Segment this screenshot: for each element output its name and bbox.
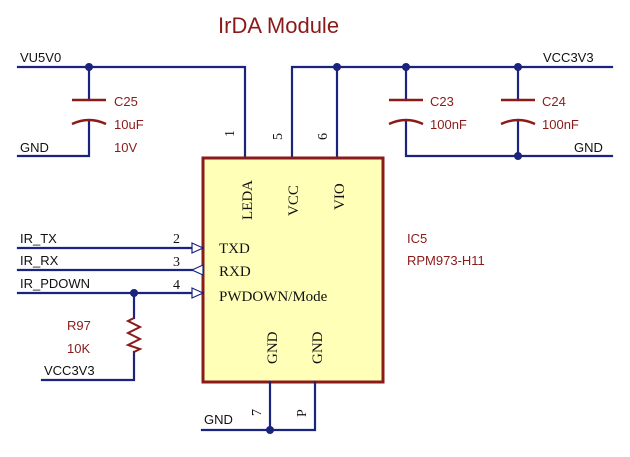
- output-arrow-icon: [190, 264, 204, 276]
- junction-dot: [514, 63, 522, 71]
- capacitor-c25-symbol: [71, 98, 107, 126]
- input-arrow-icon: [191, 242, 205, 254]
- r97-value: 10K: [67, 341, 90, 356]
- pin-name-rxd: RXD: [219, 264, 251, 280]
- pin-name-txd: TXD: [219, 241, 250, 257]
- vcc3v3-net-wires: [290, 65, 614, 160]
- c23-value: 100nF: [430, 117, 467, 132]
- net-label-ir-rx: IR_RX: [20, 253, 59, 268]
- pin-number-vio: 6: [316, 133, 331, 140]
- pin-number-rxd: 3: [173, 255, 180, 270]
- c24-value: 100nF: [542, 117, 579, 132]
- pin-number-txd: 2: [173, 232, 180, 247]
- junction-dot: [514, 152, 522, 160]
- c25-ref: C25: [114, 94, 138, 109]
- pin-name-vio: VIO: [332, 183, 348, 210]
- net-label-gnd-right: GND: [574, 140, 603, 155]
- pin-number-pad: P: [295, 409, 310, 417]
- vu5v0-net-wires: [16, 65, 247, 160]
- signal-wires: [16, 246, 205, 382]
- pin-number-vcc: 5: [271, 133, 286, 140]
- ic5-body: [201, 156, 385, 384]
- pin-number-gnd: 7: [250, 409, 265, 416]
- pin-number-pwdown: 4: [173, 278, 180, 293]
- pin-name-leda: LEDA: [240, 180, 256, 220]
- c23-ref: C23: [430, 94, 454, 109]
- net-label-vcc3v3-top: VCC3V3: [543, 50, 594, 65]
- pin-name-vcc: VCC: [286, 185, 302, 216]
- net-label-gnd-left: GND: [20, 140, 49, 155]
- capacitor-c23-symbol: [388, 98, 424, 126]
- net-label-vcc3v3-pullup: VCC3V3: [44, 363, 95, 378]
- c25-value: 10uF: [114, 117, 144, 132]
- pin-name-gnd1: GND: [265, 331, 281, 364]
- junction-dot: [333, 63, 341, 71]
- resistor-r97-symbol: [125, 317, 143, 353]
- net-label-ir-tx: IR_TX: [20, 231, 57, 246]
- net-label-ir-pdown: IR_PDOWN: [20, 276, 90, 291]
- net-label-vu5v0: VU5V0: [20, 50, 61, 65]
- ic5-ref: IC5: [407, 231, 427, 246]
- c24-ref: C24: [542, 94, 566, 109]
- junction-dot: [266, 426, 274, 434]
- capacitor-c24-symbol: [500, 98, 536, 126]
- input-arrow-icon: [191, 287, 205, 299]
- diagram-title: IrDA Module: [218, 13, 339, 38]
- junction-dot: [85, 63, 93, 71]
- junction-dot: [130, 289, 138, 297]
- ic5-part-number: RPM973-H11: [407, 253, 485, 268]
- net-label-gnd-bottom: GND: [204, 412, 233, 427]
- pin-name-gnd2: GND: [310, 331, 326, 364]
- junction-dot: [402, 63, 410, 71]
- c25-rating: 10V: [114, 140, 137, 155]
- pin-name-pwdown: PWDOWN/Mode: [219, 289, 328, 305]
- r97-ref: R97: [67, 318, 91, 333]
- pin-number-leda: 1: [223, 130, 238, 137]
